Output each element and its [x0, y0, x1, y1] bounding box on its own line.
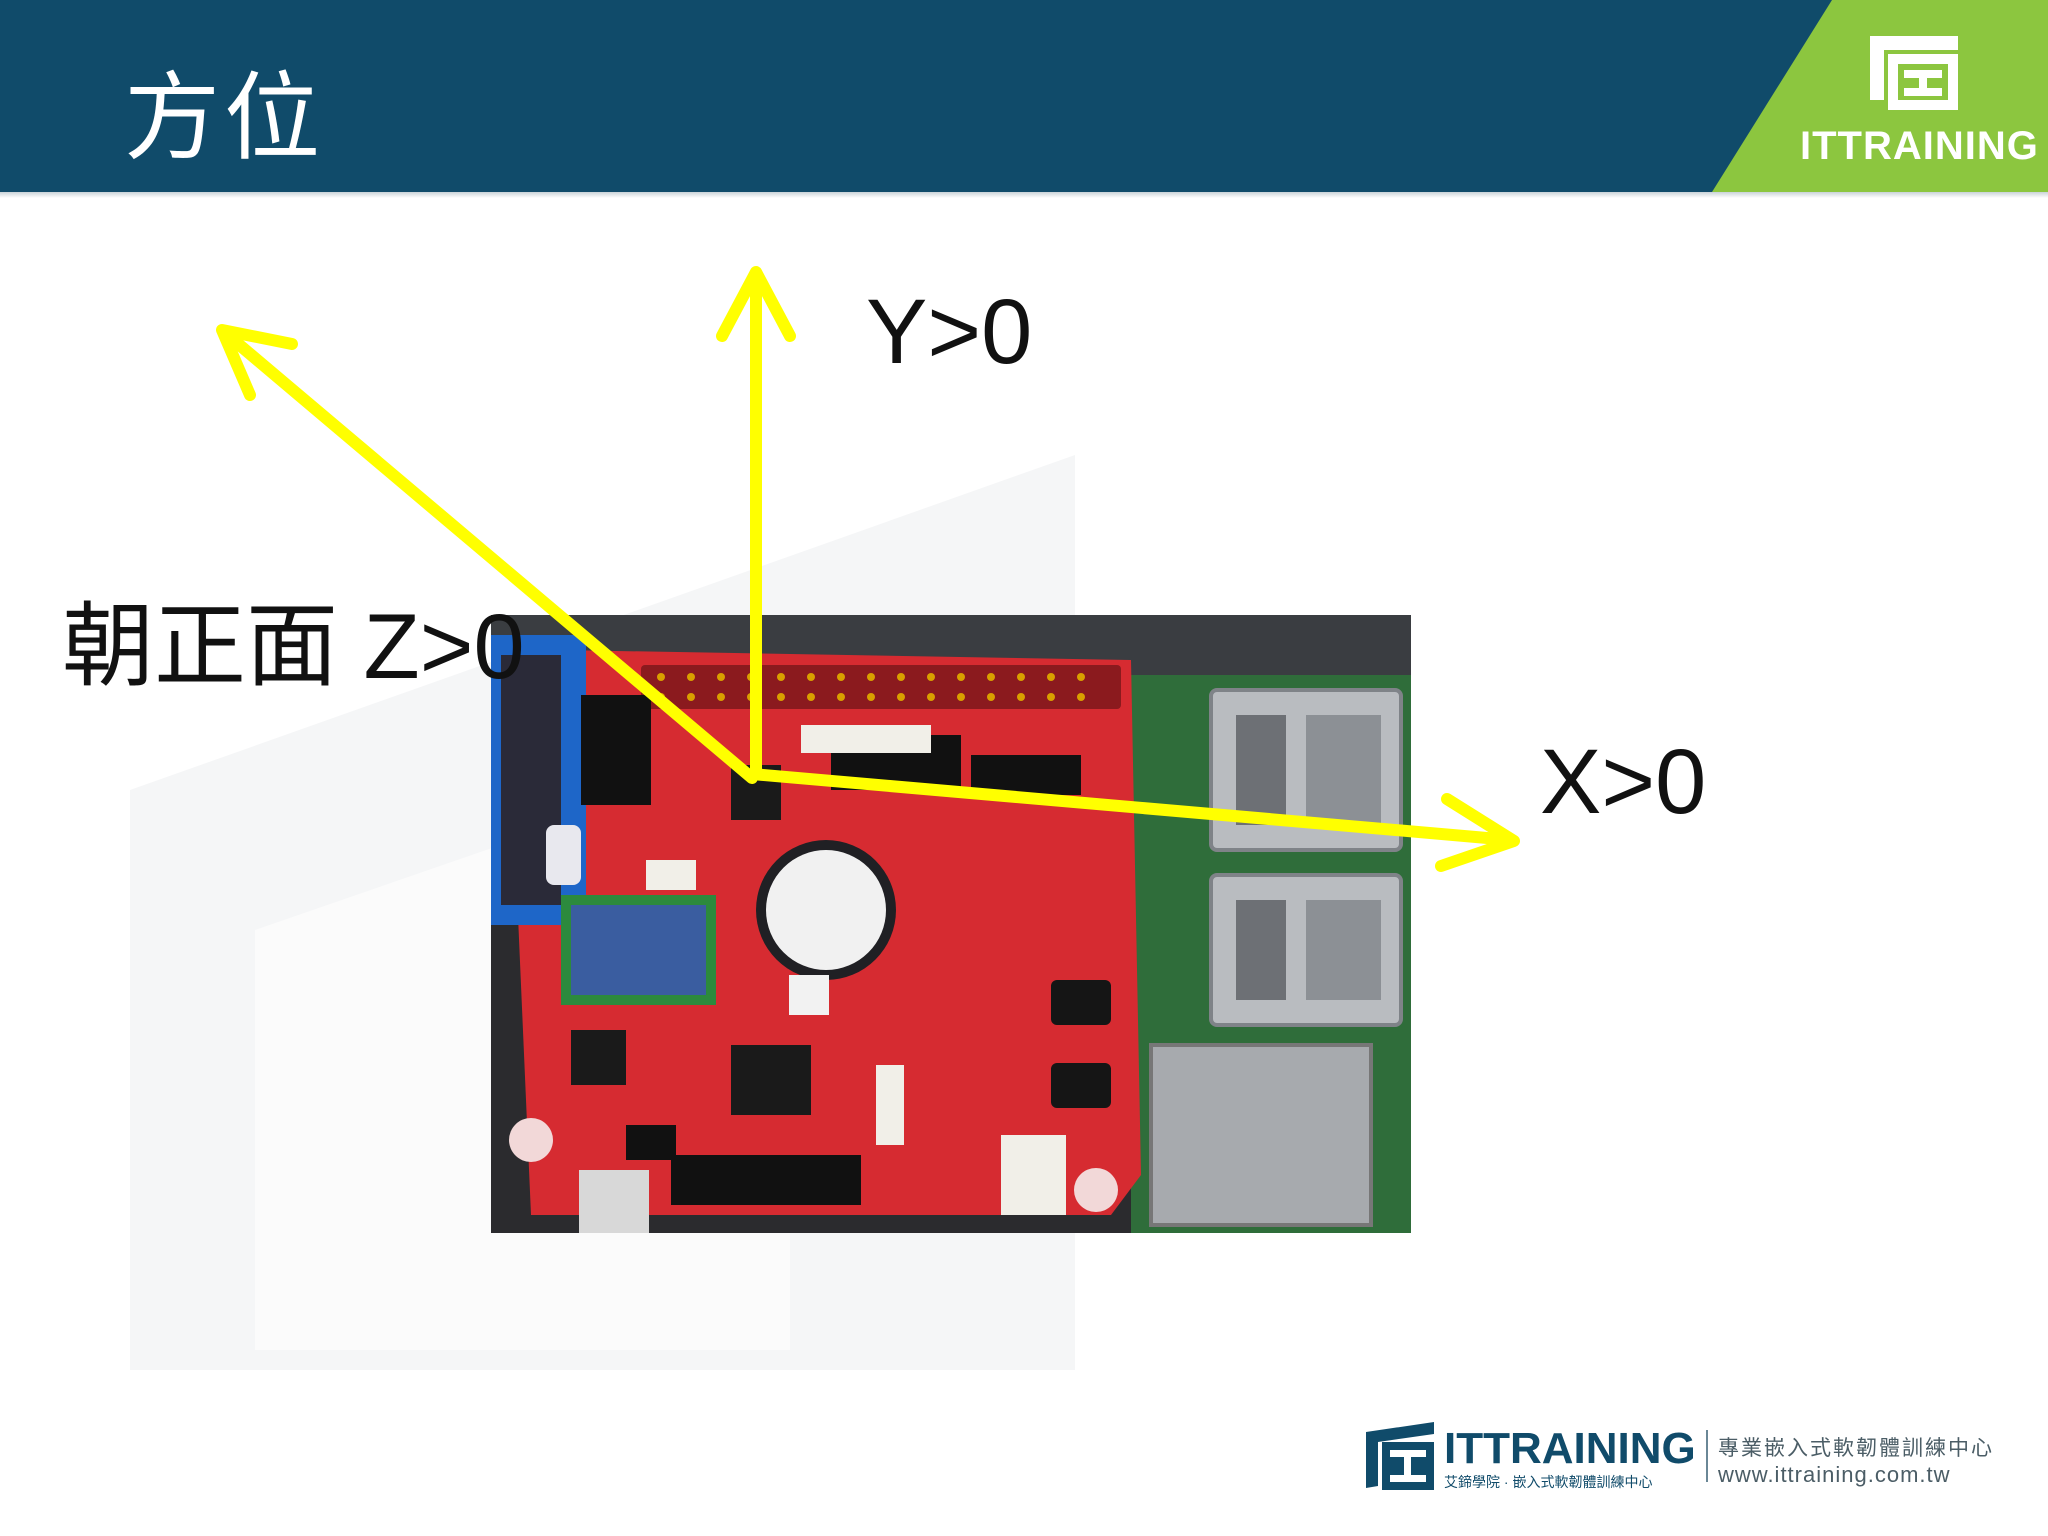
footer-tagline: 專業嵌入式軟韌體訓練中心	[1718, 1437, 1994, 1460]
header-shadow	[0, 192, 2048, 198]
z-axis-arrow	[224, 331, 758, 784]
footer-logo-icon	[1366, 1422, 1434, 1490]
brand-name: ITTRAINING	[1800, 124, 2039, 168]
usb-port-icon	[1209, 688, 1403, 1027]
footer-subtitle: 艾鍗學院 · 嵌入式軟韌體訓練中心	[1444, 1474, 1653, 1490]
board-photo	[491, 615, 1411, 1233]
z-axis-label: 朝正面 Z>0	[62, 596, 525, 698]
logo-icon	[1870, 36, 1958, 110]
footer-url: www.ittraining.com.tw	[1718, 1462, 1951, 1487]
footer-divider	[1706, 1430, 1708, 1482]
y-axis-label: Y>0	[866, 281, 1033, 383]
oled-display-icon	[491, 635, 586, 925]
slide-title: 方位	[124, 62, 324, 174]
ethernet-port-icon	[1149, 1043, 1373, 1227]
brand-corner	[1712, 0, 2048, 192]
relay-icon	[561, 895, 716, 1005]
footer-brand-name: ITTRAINING	[1444, 1424, 1696, 1473]
x-axis-arrow	[746, 768, 1516, 846]
header-bar	[0, 0, 2048, 192]
x-axis-label: X>0	[1540, 731, 1707, 833]
